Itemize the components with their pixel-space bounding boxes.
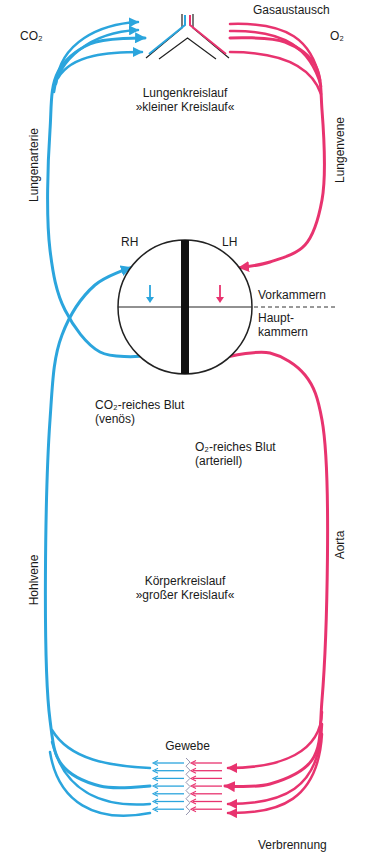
capillary-arrowhead bbox=[191, 791, 196, 796]
capillary-arrow bbox=[155, 762, 184, 763]
capillary-arrowhead bbox=[191, 784, 196, 789]
capillary-arrow bbox=[193, 785, 222, 786]
capillary-arrow bbox=[193, 793, 222, 794]
capillary-arrow bbox=[155, 809, 184, 810]
heart-circle bbox=[118, 240, 252, 374]
tissue-node: Gewebe bbox=[150, 758, 225, 815]
flow-arrow bbox=[219, 285, 221, 298]
capillary-arrowhead bbox=[153, 791, 158, 796]
vessel-label: Lungenarterie bbox=[27, 128, 41, 202]
diagram-label: O₂-reiches Blut (arteriell) bbox=[195, 440, 295, 468]
diagram-label: Körperkreislauf »großer Kreislauf« bbox=[126, 574, 244, 602]
capillary-arrowhead bbox=[153, 776, 158, 781]
diagram-label: Haupt-kammern bbox=[258, 311, 316, 339]
diagram-label: CO₂-reiches Blut (venös) bbox=[95, 398, 207, 426]
lung-node: Gasaustausch bbox=[145, 14, 230, 60]
capillary-arrow bbox=[155, 801, 184, 802]
capillary-arrow bbox=[155, 770, 184, 771]
capillary-arrowhead bbox=[191, 776, 196, 781]
capillary-arrow bbox=[193, 809, 222, 810]
capillary-arrowhead bbox=[191, 807, 196, 812]
blood-flow-line bbox=[228, 712, 322, 768]
lung-shape bbox=[145, 14, 230, 60]
vessel-label: Hohlvene bbox=[27, 555, 41, 606]
capillary-arrowhead bbox=[191, 761, 196, 766]
flow-arrow bbox=[149, 285, 151, 298]
blood-vessel-connector bbox=[225, 352, 328, 786]
heart-shape bbox=[117, 239, 253, 375]
arterial-blood-line bbox=[190, 15, 226, 54]
blood-flow-line bbox=[230, 52, 321, 94]
tissue-shape bbox=[150, 758, 225, 815]
heart-node: RHLH bbox=[117, 239, 253, 375]
capillary-arrowhead bbox=[191, 768, 196, 773]
capillary-arrow bbox=[155, 778, 184, 779]
capillary-arrow bbox=[155, 793, 184, 794]
capillary-arrowhead bbox=[153, 807, 158, 812]
blood-flow-line bbox=[228, 734, 322, 813]
capillary-arrow bbox=[193, 778, 222, 779]
capillary-arrowhead bbox=[191, 799, 196, 804]
airway-outline bbox=[159, 38, 216, 59]
capillary-arrowhead bbox=[153, 799, 158, 804]
chamber-divider-line bbox=[254, 307, 336, 308]
blood-vessel-connector bbox=[230, 38, 324, 268]
flow-arrowhead bbox=[216, 297, 224, 303]
capillary-arrowhead bbox=[153, 761, 158, 766]
vessel-label: Lungenvene bbox=[333, 117, 347, 183]
diagram-label: O₂ bbox=[330, 29, 344, 43]
diagram-label: Lungenkreislauf »kleiner Kreislauf« bbox=[126, 86, 244, 114]
blood-flow-line bbox=[50, 752, 150, 816]
blood-flow-line bbox=[52, 730, 150, 768]
diagram-label: Verbrennung bbox=[258, 838, 327, 852]
venous-blood-line bbox=[149, 15, 185, 54]
node-heading: Gewebe bbox=[165, 739, 210, 753]
capillary-arrow bbox=[193, 770, 222, 771]
capillary-arrow bbox=[155, 785, 184, 786]
septum-bar bbox=[181, 240, 189, 374]
node-heading: RH bbox=[121, 235, 138, 249]
capillary-arrow bbox=[193, 762, 222, 763]
diagram-label: Vorkammern bbox=[258, 288, 326, 302]
diagram-label: CO₂ bbox=[20, 29, 43, 43]
capillary-arrow bbox=[193, 801, 222, 802]
capillary-mesh bbox=[186, 758, 190, 815]
vessel-label: Aorta bbox=[333, 531, 347, 560]
capillary-arrowhead bbox=[153, 784, 158, 789]
node-heading: Gasaustausch bbox=[253, 3, 330, 17]
node-heading: LH bbox=[222, 235, 237, 249]
flow-arrowhead bbox=[146, 297, 154, 303]
blood-flow-line bbox=[52, 742, 150, 805]
capillary-arrowhead bbox=[153, 768, 158, 773]
